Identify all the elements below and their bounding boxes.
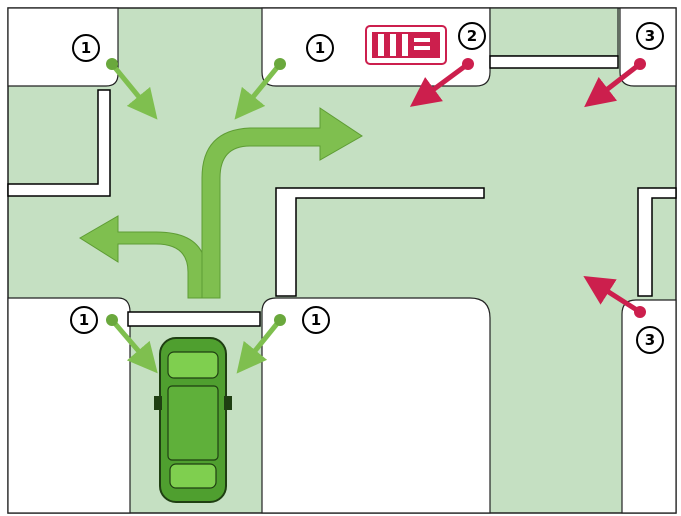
car-icon: [154, 337, 232, 503]
block-bottom-left: [7, 297, 131, 514]
marker-badge-sw-left: 1: [70, 306, 98, 334]
stop-line: [127, 311, 261, 327]
curb-top-strip: [489, 55, 619, 69]
svg-text:1: 1: [315, 39, 325, 57]
marker-badge-ne-left: 2: [458, 22, 486, 50]
red-pointer-arrows: [409, 61, 643, 315]
marker-badge-nw-left: 1: [72, 34, 100, 62]
svg-text:1: 1: [79, 311, 89, 329]
block-bottom-right: [621, 299, 677, 514]
curb-lines: [7, 55, 677, 327]
block-bottom-center: [261, 297, 491, 514]
red-marker-dots: [462, 58, 646, 318]
curb-left-l: [7, 89, 111, 197]
marker-badge-se-right: 3: [636, 326, 664, 354]
movement-arrows: [79, 107, 363, 299]
block-top-left: [7, 7, 119, 87]
marker-badge-sw-right: 1: [302, 306, 330, 334]
svg-text:2: 2: [467, 27, 477, 45]
curb-right-l: [637, 187, 677, 297]
svg-text:1: 1: [311, 311, 321, 329]
svg-text:3: 3: [645, 331, 655, 349]
marker-badge-nw-right: 1: [306, 34, 334, 62]
svg-text:1: 1: [81, 39, 91, 57]
svg-text:3: 3: [645, 27, 655, 45]
straight-right-arrow-icon: [201, 107, 363, 299]
traffic-sign-icon: [365, 25, 447, 65]
green-pointer-arrows: [109, 61, 283, 374]
curb-center-l: [275, 187, 485, 297]
green-marker-dots: [106, 58, 286, 326]
marker-badge-ne-right: 3: [636, 22, 664, 50]
block-top-strip: [489, 7, 619, 57]
marker-badges: 1 1 2 3 1 1 3: [70, 22, 664, 354]
